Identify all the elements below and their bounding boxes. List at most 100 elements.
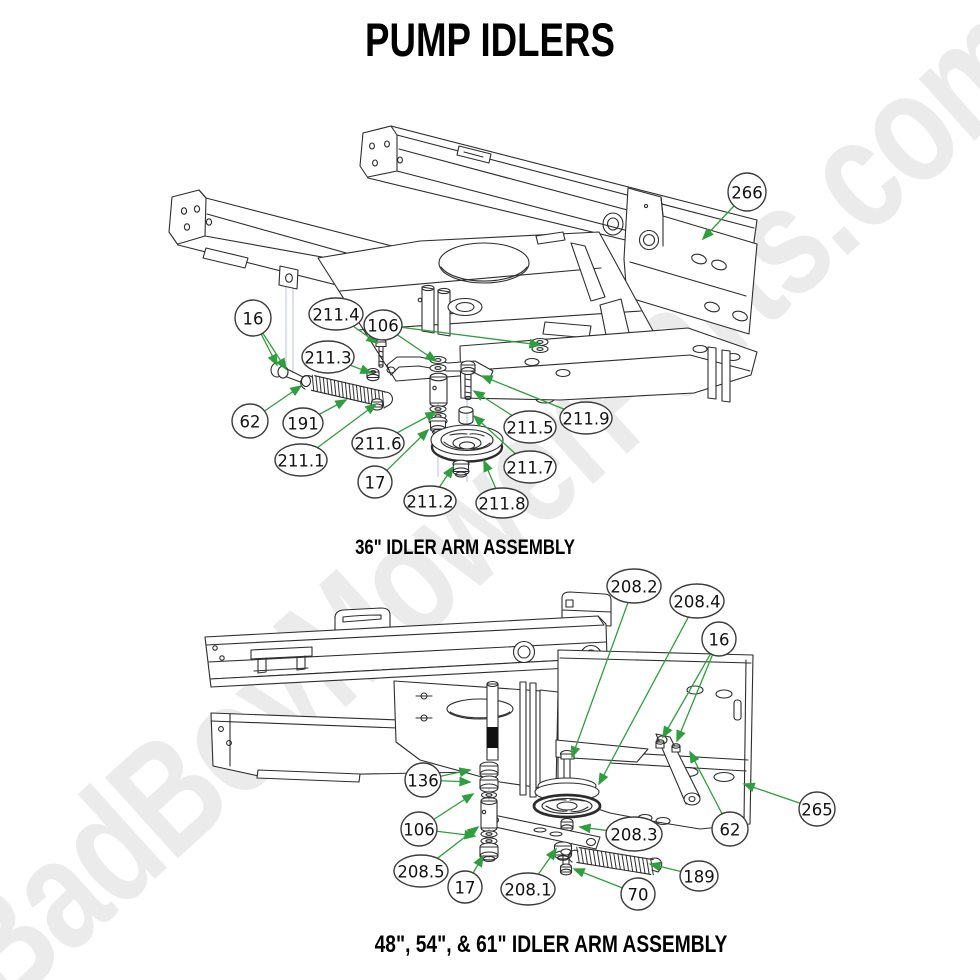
- callout-arrow: [648, 861, 682, 873]
- callout-17: 17: [447, 854, 484, 904]
- callout-balloon: [403, 485, 457, 517]
- callout-16: 16: [234, 299, 287, 371]
- callout-balloon: [620, 877, 656, 911]
- callout-arrow: [578, 823, 607, 834]
- callout-part-number: 208.2: [610, 577, 657, 596]
- callout-106: 106: [400, 793, 477, 847]
- callout-211.4: 211.4: [308, 297, 379, 344]
- callout-part-number: 106: [367, 316, 399, 335]
- callout-balloon: [274, 443, 328, 477]
- callout-208.1: 208.1: [500, 847, 557, 906]
- callout-208.4: 208.4: [598, 583, 725, 786]
- page-title-text: PUMP IDLERS: [365, 13, 615, 66]
- callout-arrow: [472, 390, 513, 416]
- callout-part-number: 16: [709, 630, 730, 649]
- callout-balloon: [282, 407, 324, 439]
- callout-17: 17: [357, 428, 430, 499]
- callout-balloon: [351, 427, 405, 459]
- callout-balloon: [404, 762, 442, 798]
- callout-part-number: 211.8: [478, 494, 525, 513]
- callout-part-number: 266: [731, 183, 763, 202]
- callout-part-number: 106: [403, 820, 435, 839]
- callout-arrow: [572, 868, 623, 889]
- callout-arrow: [350, 364, 373, 374]
- callout-arrow: [317, 402, 378, 449]
- callout-265: 265: [742, 782, 836, 827]
- callout-part-number: 208.5: [397, 862, 444, 881]
- callout-208.3: 208.3: [578, 816, 663, 852]
- callout-balloon: [357, 465, 393, 499]
- callout-balloon: [605, 816, 663, 852]
- caption-48-54-61-idler-arm-assembly: 48", 54", & 61" IDLER ARM ASSEMBLY: [331, 931, 772, 959]
- callout-balloon: [679, 860, 719, 892]
- callout-part-number: 70: [628, 885, 649, 904]
- callout-211.2: 211.2: [403, 465, 457, 517]
- callout-part-number: 16: [243, 309, 264, 328]
- callout-part-number: 211.9: [562, 409, 609, 428]
- callout-balloon: [669, 583, 725, 619]
- callout-arrow: [472, 854, 484, 874]
- callout-balloon: [400, 811, 438, 847]
- page-title: PUMP IDLERS: [330, 12, 650, 67]
- callout-211.8: 211.8: [475, 459, 529, 519]
- callout-211.9: 211.9: [480, 375, 613, 435]
- callout-arrow: [352, 325, 379, 344]
- callout-balloon: [503, 450, 557, 484]
- callout-189: 189: [648, 860, 719, 892]
- callout-balloon: [500, 872, 556, 906]
- callout-balloon: [559, 401, 613, 435]
- callout-arrow: [689, 750, 723, 815]
- callout-arrow: [570, 602, 629, 759]
- spring-48-54-61: [576, 846, 654, 876]
- callout-211.7: 211.7: [472, 414, 557, 484]
- callout-208.2: 208.2: [570, 568, 662, 759]
- callout-part-number: 191: [287, 414, 319, 433]
- callout-part-number: 211.1: [277, 451, 324, 470]
- callout-136: 136: [404, 762, 472, 798]
- callout-part-number: 62: [240, 412, 261, 431]
- callout-211.3: 211.3: [301, 340, 373, 374]
- callout-part-number: 265: [801, 800, 833, 819]
- callout-balloon: [234, 299, 272, 337]
- callout-part-number: 211.4: [312, 305, 359, 324]
- callout-211.1: 211.1: [274, 402, 378, 477]
- callout-part-number: 211.7: [506, 458, 553, 477]
- callout-balloon: [301, 340, 355, 374]
- callout-arrow: [318, 399, 348, 415]
- callout-balloon: [711, 811, 749, 847]
- callout-part-number: 211.5: [506, 418, 553, 437]
- callout-arrow: [598, 616, 689, 786]
- top-diagram-callouts: 266 16 211.4 106 211.3 62 191 211.6 211.1 17 211.2…: [231, 172, 767, 519]
- callout-arrow: [472, 414, 516, 455]
- callout-arrow: [662, 653, 712, 739]
- callout-arrow: [437, 825, 480, 859]
- callout-part-number: 211.6: [354, 434, 401, 453]
- callout-arrow: [483, 459, 497, 489]
- callout-211.5: 211.5: [472, 390, 557, 444]
- caption-36-idler-arm-assembly: 36" IDLER ARM ASSEMBLY: [328, 536, 603, 560]
- callout-211.6: 211.6: [351, 411, 438, 459]
- callout-arrow: [401, 326, 542, 349]
- caption-36-text: 36" IDLER ARM ASSEMBLY: [355, 536, 575, 559]
- callout-62: 62: [689, 750, 749, 847]
- callout-arrow: [433, 793, 475, 820]
- callout-arrow: [264, 385, 303, 412]
- callout-part-number: 17: [365, 473, 386, 492]
- callout-106: 106: [363, 309, 542, 362]
- caption-48-text: 48", 54", & 61" IDLER ARM ASSEMBLY: [374, 931, 728, 958]
- callout-part-number: 136: [407, 771, 439, 790]
- callout-70: 70: [572, 868, 656, 911]
- callout-balloon: [308, 297, 364, 331]
- callout-arrow: [440, 776, 472, 787]
- callout-balloon: [727, 172, 767, 212]
- callout-part-number: 208.1: [504, 880, 551, 899]
- callout-208.5: 208.5: [393, 825, 480, 888]
- callout-part-number: 189: [683, 867, 715, 886]
- callout-arrow: [480, 375, 565, 410]
- callout-balloon: [798, 791, 836, 827]
- callout-part-number: 211.2: [406, 492, 453, 511]
- callout-arrow: [537, 847, 557, 875]
